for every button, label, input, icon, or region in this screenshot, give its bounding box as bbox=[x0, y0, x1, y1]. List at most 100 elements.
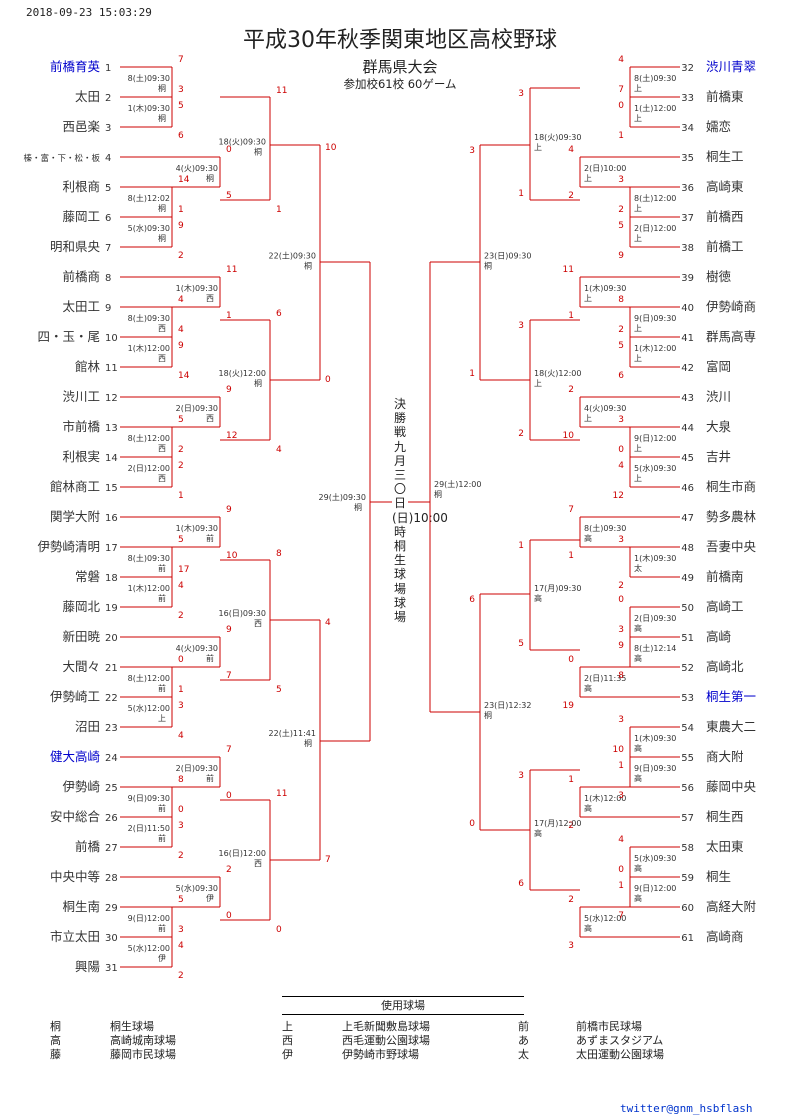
team-number: 61 bbox=[681, 933, 694, 944]
score-label: 6 bbox=[276, 309, 282, 319]
match-date: 8(土)09:30 bbox=[128, 553, 170, 563]
score-label: 1 bbox=[518, 541, 524, 551]
match-date: 2(日)10:00 bbox=[584, 164, 626, 173]
team-name: 常磐 bbox=[75, 569, 100, 584]
match-venue: 桐 bbox=[158, 203, 166, 213]
score-label: 2 bbox=[568, 821, 574, 831]
team-number: 36 bbox=[681, 183, 694, 194]
match-date: 16(日)12:00 bbox=[219, 849, 266, 858]
team-name: 渋川青翠 bbox=[706, 59, 756, 74]
score-label: 4 bbox=[325, 618, 331, 628]
team-number: 19 bbox=[105, 603, 118, 614]
match-venue: 高 bbox=[584, 803, 592, 813]
match-venue: 高 bbox=[584, 683, 592, 693]
team-name: 市前橋 bbox=[62, 419, 100, 434]
score-label: 10 bbox=[563, 431, 575, 441]
match-venue: 前 bbox=[158, 833, 166, 843]
score-label: 3 bbox=[618, 625, 624, 635]
team-name: 前橋東 bbox=[706, 89, 744, 104]
match-venue: 桐 bbox=[484, 710, 492, 720]
match-date: 2(日)11:50 bbox=[128, 824, 170, 833]
team-name: 商大附 bbox=[706, 749, 744, 764]
venue-name: 高崎城南球場 bbox=[110, 1034, 176, 1047]
team-name: 健大高崎 bbox=[50, 749, 101, 764]
match-venue: 桐 bbox=[354, 502, 362, 512]
match-venue: 上 bbox=[634, 324, 642, 333]
team-number: 56 bbox=[681, 783, 694, 794]
match-venue: 高 bbox=[634, 743, 642, 753]
match-date: 1(木)12:00 bbox=[128, 343, 170, 353]
score-label: 5 bbox=[178, 415, 184, 425]
match-venue: 高 bbox=[634, 623, 642, 633]
score-label: 14 bbox=[178, 371, 190, 381]
match-date: 9(日)09:30 bbox=[634, 764, 676, 773]
team-number: 32 bbox=[681, 63, 694, 74]
team-number: 51 bbox=[681, 633, 694, 644]
match-date: 4(火)09:30 bbox=[584, 404, 626, 413]
score-label: 4 bbox=[178, 325, 184, 335]
score-label: 4 bbox=[618, 835, 624, 845]
team-number: 48 bbox=[681, 543, 694, 554]
team-number: 26 bbox=[105, 813, 118, 824]
match-date: 2(日)09:30 bbox=[176, 404, 218, 413]
match-venue: 上 bbox=[634, 444, 642, 453]
team-number: 25 bbox=[105, 783, 118, 794]
match-venue: 桐 bbox=[304, 261, 312, 271]
score-label: 1 bbox=[178, 491, 184, 501]
score-label: 4 bbox=[178, 731, 184, 741]
match-date: 29(土)12:00 bbox=[434, 479, 481, 489]
score-label: 3 bbox=[618, 535, 624, 545]
match-venue: 高 bbox=[634, 863, 642, 873]
score-label: 9 bbox=[618, 641, 624, 651]
score-label: 4 bbox=[618, 461, 624, 471]
score-label: 3 bbox=[178, 85, 184, 95]
score-label: 0 bbox=[469, 819, 475, 829]
team-name: 前橋 bbox=[75, 839, 101, 854]
venue-name: 藤岡市民球場 bbox=[110, 1048, 176, 1061]
team-number: 27 bbox=[105, 843, 118, 854]
twitter-handle[interactable]: twitter@gnm_hsbflash bbox=[620, 1102, 753, 1115]
match-date: 2(日)12:00 bbox=[634, 224, 676, 233]
match-venue: 西 bbox=[158, 474, 166, 483]
match-date: 18(火)09:30 bbox=[534, 133, 581, 142]
score-label: 3 bbox=[518, 89, 524, 99]
match-date: 18(火)09:30 bbox=[219, 138, 266, 147]
venue-rule-bottom bbox=[282, 1014, 524, 1015]
score-label: 4 bbox=[568, 145, 574, 155]
team-number: 3 bbox=[105, 123, 111, 134]
team-name: 四・玉・尾 bbox=[37, 329, 100, 344]
match-date: 1(木)12:00 bbox=[634, 343, 676, 353]
score-label: 3 bbox=[618, 175, 624, 185]
match-venue: 高 bbox=[534, 828, 542, 838]
score-label: 3 bbox=[178, 701, 184, 711]
score-label: 0 bbox=[568, 655, 574, 665]
match-date: 1(木)09:30 bbox=[634, 733, 676, 743]
team-name: 桐生南 bbox=[62, 899, 100, 914]
score-label: 6 bbox=[518, 879, 524, 889]
team-name: 高崎商 bbox=[706, 929, 744, 944]
team-name: 前橋育英 bbox=[50, 59, 101, 74]
match-date: 2(日)12:00 bbox=[128, 464, 170, 473]
score-label: 3 bbox=[618, 791, 624, 801]
team-number: 35 bbox=[681, 153, 694, 164]
match-venue: 前 bbox=[158, 563, 166, 573]
team-name: 高崎東 bbox=[706, 179, 744, 194]
team-name: 沼田 bbox=[75, 719, 100, 734]
score-label: 2 bbox=[618, 581, 624, 591]
match-venue: 桐 bbox=[158, 113, 166, 123]
match-date: 9(日)12:00 bbox=[634, 884, 676, 893]
team-name: 伊勢崎清明 bbox=[37, 539, 100, 554]
participants-count: 参加校61校 60ゲーム bbox=[343, 77, 457, 91]
score-label: 3 bbox=[178, 925, 184, 935]
score-label: 3 bbox=[518, 771, 524, 781]
score-label: 4 bbox=[178, 941, 184, 951]
team-name: 桐生西 bbox=[706, 809, 744, 824]
score-label: 2 bbox=[178, 851, 184, 861]
match-venue: 伊 bbox=[158, 953, 166, 963]
match-venue: 桐 bbox=[304, 738, 312, 748]
team-name: 伊勢崎商 bbox=[706, 299, 756, 314]
score-label: 4 bbox=[178, 295, 184, 305]
score-label: 8 bbox=[618, 671, 624, 681]
match-venue: 上 bbox=[584, 174, 592, 183]
